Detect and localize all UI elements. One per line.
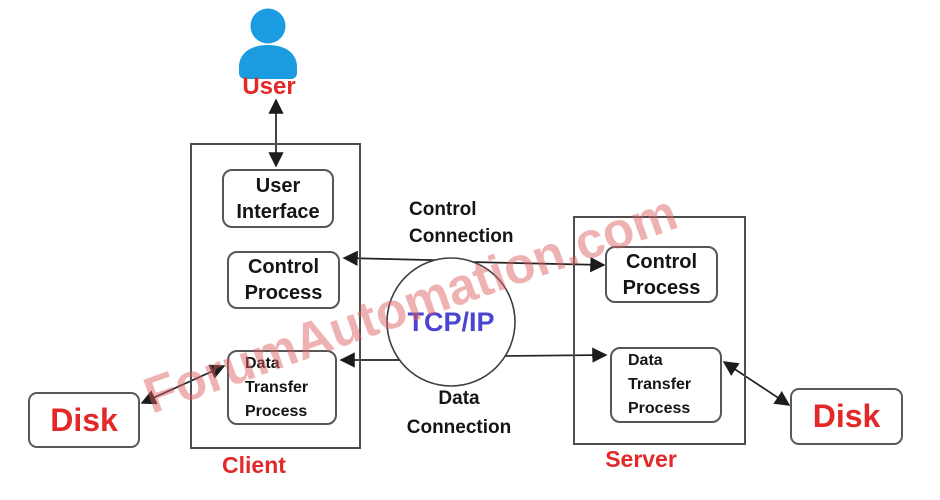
user-label: User xyxy=(242,73,296,100)
disk-left-box: Disk xyxy=(28,392,140,448)
tcpip-circle xyxy=(386,257,516,387)
server-control-process-label: Control Process xyxy=(622,250,701,299)
client-data-transfer-process-box: Data Transfer Process xyxy=(227,350,337,425)
data-connection-line-right xyxy=(499,347,608,363)
client-control-process-box: Control Process xyxy=(227,251,340,309)
user-interface-label: User Interface xyxy=(236,174,320,223)
disk-right-label: Disk xyxy=(812,398,881,434)
server-box xyxy=(573,216,746,445)
client-label: Client xyxy=(222,452,286,478)
server-data-transfer-process-label: Data Transfer Process xyxy=(628,352,692,417)
data-connection-label: Data Connection xyxy=(406,388,512,438)
server-data-transfer-process-box: Data Transfer Process xyxy=(610,347,722,423)
user-icon xyxy=(239,8,297,79)
control-connection-line-right xyxy=(469,257,606,273)
server-label: Server xyxy=(605,446,677,472)
client-box xyxy=(190,143,361,449)
server-control-process-box: Control Process xyxy=(605,246,718,303)
disk-left-label: Disk xyxy=(50,401,118,438)
client-control-process-label: Control Process xyxy=(244,256,323,304)
dtp-disk-right-arrow xyxy=(722,361,791,406)
disk-left-dtp-arrow xyxy=(140,364,226,405)
user-interface-box: User Interface xyxy=(222,169,334,228)
client-data-transfer-process-label: Data Transfer Process xyxy=(245,354,309,420)
disk-right-box: Disk xyxy=(790,388,903,445)
tcpip-label: TCP/IP xyxy=(407,307,495,337)
control-connection-label: Control Connection xyxy=(409,199,514,247)
